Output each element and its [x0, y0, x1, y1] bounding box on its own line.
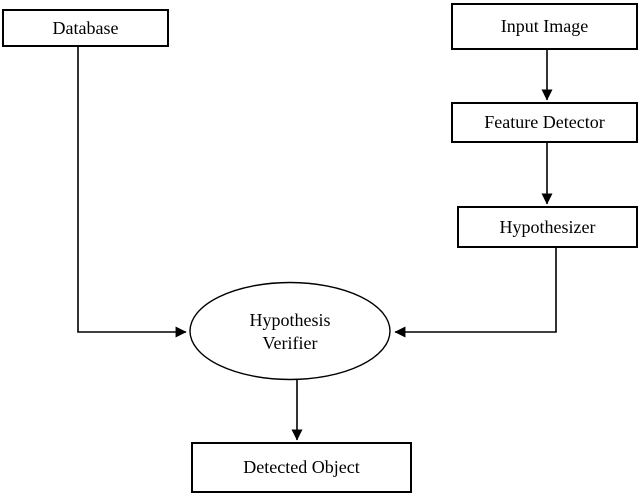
node-detected-object: Detected Object	[191, 442, 412, 493]
node-hypothesis-verifier: Hypothesis Verifier	[190, 283, 390, 380]
node-hypothesis-verifier-label-line1: Hypothesis	[249, 310, 331, 330]
node-hypothesis-verifier-shape	[189, 281, 391, 381]
node-database: Database	[2, 9, 169, 47]
node-database-label: Database	[52, 17, 119, 38]
node-feature-detector: Feature Detector	[451, 102, 638, 143]
node-hypothesis-verifier-label-line2: Verifier	[262, 332, 318, 353]
node-hypothesizer-label: Hypothesizer	[499, 216, 596, 237]
node-detected-object-label: Detected Object	[243, 457, 360, 478]
node-input-image-label: Input Image	[500, 16, 589, 37]
node-input-image: Input Image	[451, 3, 638, 50]
arrow-database-to-hypothesis-verifier	[77, 47, 187, 338]
arrow-hypothesizer-to-hypothesis-verifier	[394, 248, 557, 338]
node-hypothesizer: Hypothesizer	[457, 206, 638, 248]
node-feature-detector-label: Feature Detector	[484, 112, 605, 133]
